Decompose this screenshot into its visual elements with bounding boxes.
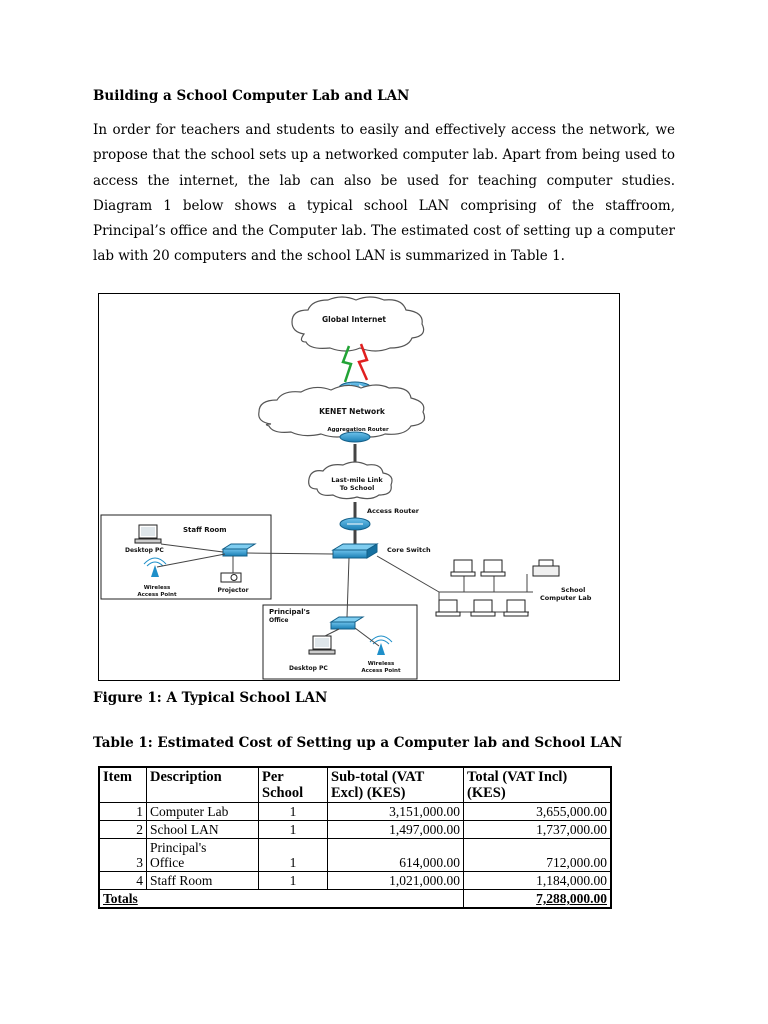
label-school-lab-2: Computer Lab	[540, 594, 592, 602]
label-principals-2: Office	[269, 617, 288, 624]
totals-label: Totals	[98, 889, 259, 909]
header-item: Item	[98, 766, 147, 803]
label-principals-1: Principal's	[269, 608, 310, 616]
staff-room-box	[100, 514, 272, 600]
intro-paragraph: In order for teachers and students to ea…	[93, 122, 675, 265]
label-staff-room: Staff Room	[183, 526, 227, 534]
header-total: Total (VAT Incl)(KES)	[463, 766, 612, 803]
label-wireless-staff-2: Access Point	[137, 592, 177, 598]
table-row: 2 School LAN 1 1,497,000.00 1,737,000.00	[98, 820, 612, 839]
wireless-access-point-icon	[143, 557, 167, 577]
projector-icon	[220, 572, 242, 583]
global-internet-cloud: Global Internet	[291, 296, 425, 352]
aggregation-router-icon	[339, 431, 371, 443]
label-wireless-principal-1: Wireless	[368, 661, 395, 667]
network-diagram-svg: Global Internet KENET Network Aggregatio…	[100, 296, 592, 680]
link-green	[341, 345, 353, 383]
lab-printer-icon	[532, 559, 560, 577]
principal-wireless-icon	[369, 635, 393, 655]
label-core-switch: Core Switch	[387, 546, 431, 554]
desktop-pc-icon	[134, 524, 162, 544]
principal-desktop-pc-icon	[308, 635, 336, 655]
totals-value: 7,288,000.00	[463, 889, 612, 909]
label-wireless-staff-1: Wireless	[144, 585, 171, 591]
label-school-lab-1: School	[561, 586, 585, 594]
network-diagram: Global Internet KENET Network Aggregatio…	[98, 293, 620, 681]
label-projector: Projector	[217, 587, 248, 594]
label-desktop-pc-staff: Desktop PC	[125, 547, 164, 554]
table-row: 4 Staff Room 1 1,021,000.00 1,184,000.00	[98, 871, 612, 890]
label-access-router: Access Router	[367, 507, 420, 515]
label-desktop-pc-principal: Desktop PC	[289, 665, 328, 672]
figure-caption: Figure 1: A Typical School LAN	[93, 690, 328, 706]
link-red	[357, 343, 369, 381]
table-caption: Table 1: Estimated Cost of Setting up a …	[93, 735, 623, 751]
core-switch-icon	[331, 543, 379, 559]
kenet-network-cloud: KENET Network Aggregation Router	[258, 384, 426, 438]
section-heading: Building a School Computer Lab and LAN	[93, 88, 410, 104]
header-description: Description	[146, 766, 259, 803]
label-kenet-network: KENET Network	[319, 407, 386, 416]
principal-office-box	[262, 604, 418, 680]
principal-switch-icon	[329, 616, 365, 630]
totals-row: Totals 7,288,000.00	[98, 889, 612, 909]
lab-pc-icons	[435, 559, 529, 617]
label-wireless-principal-2: Access Point	[361, 668, 401, 674]
staff-switch-icon	[221, 543, 257, 557]
access-router-icon	[339, 517, 371, 531]
last-mile-cloud: Last-mile Link To School	[308, 461, 393, 500]
table-row: 1 Computer Lab 1 3,151,000.00 3,655,000.…	[98, 802, 612, 821]
label-last-mile-2: To School	[340, 484, 375, 492]
label-global-internet: Global Internet	[322, 315, 386, 324]
label-last-mile-1: Last-mile Link	[331, 476, 383, 484]
label-aggregation-router: Aggregation Router	[327, 427, 389, 433]
